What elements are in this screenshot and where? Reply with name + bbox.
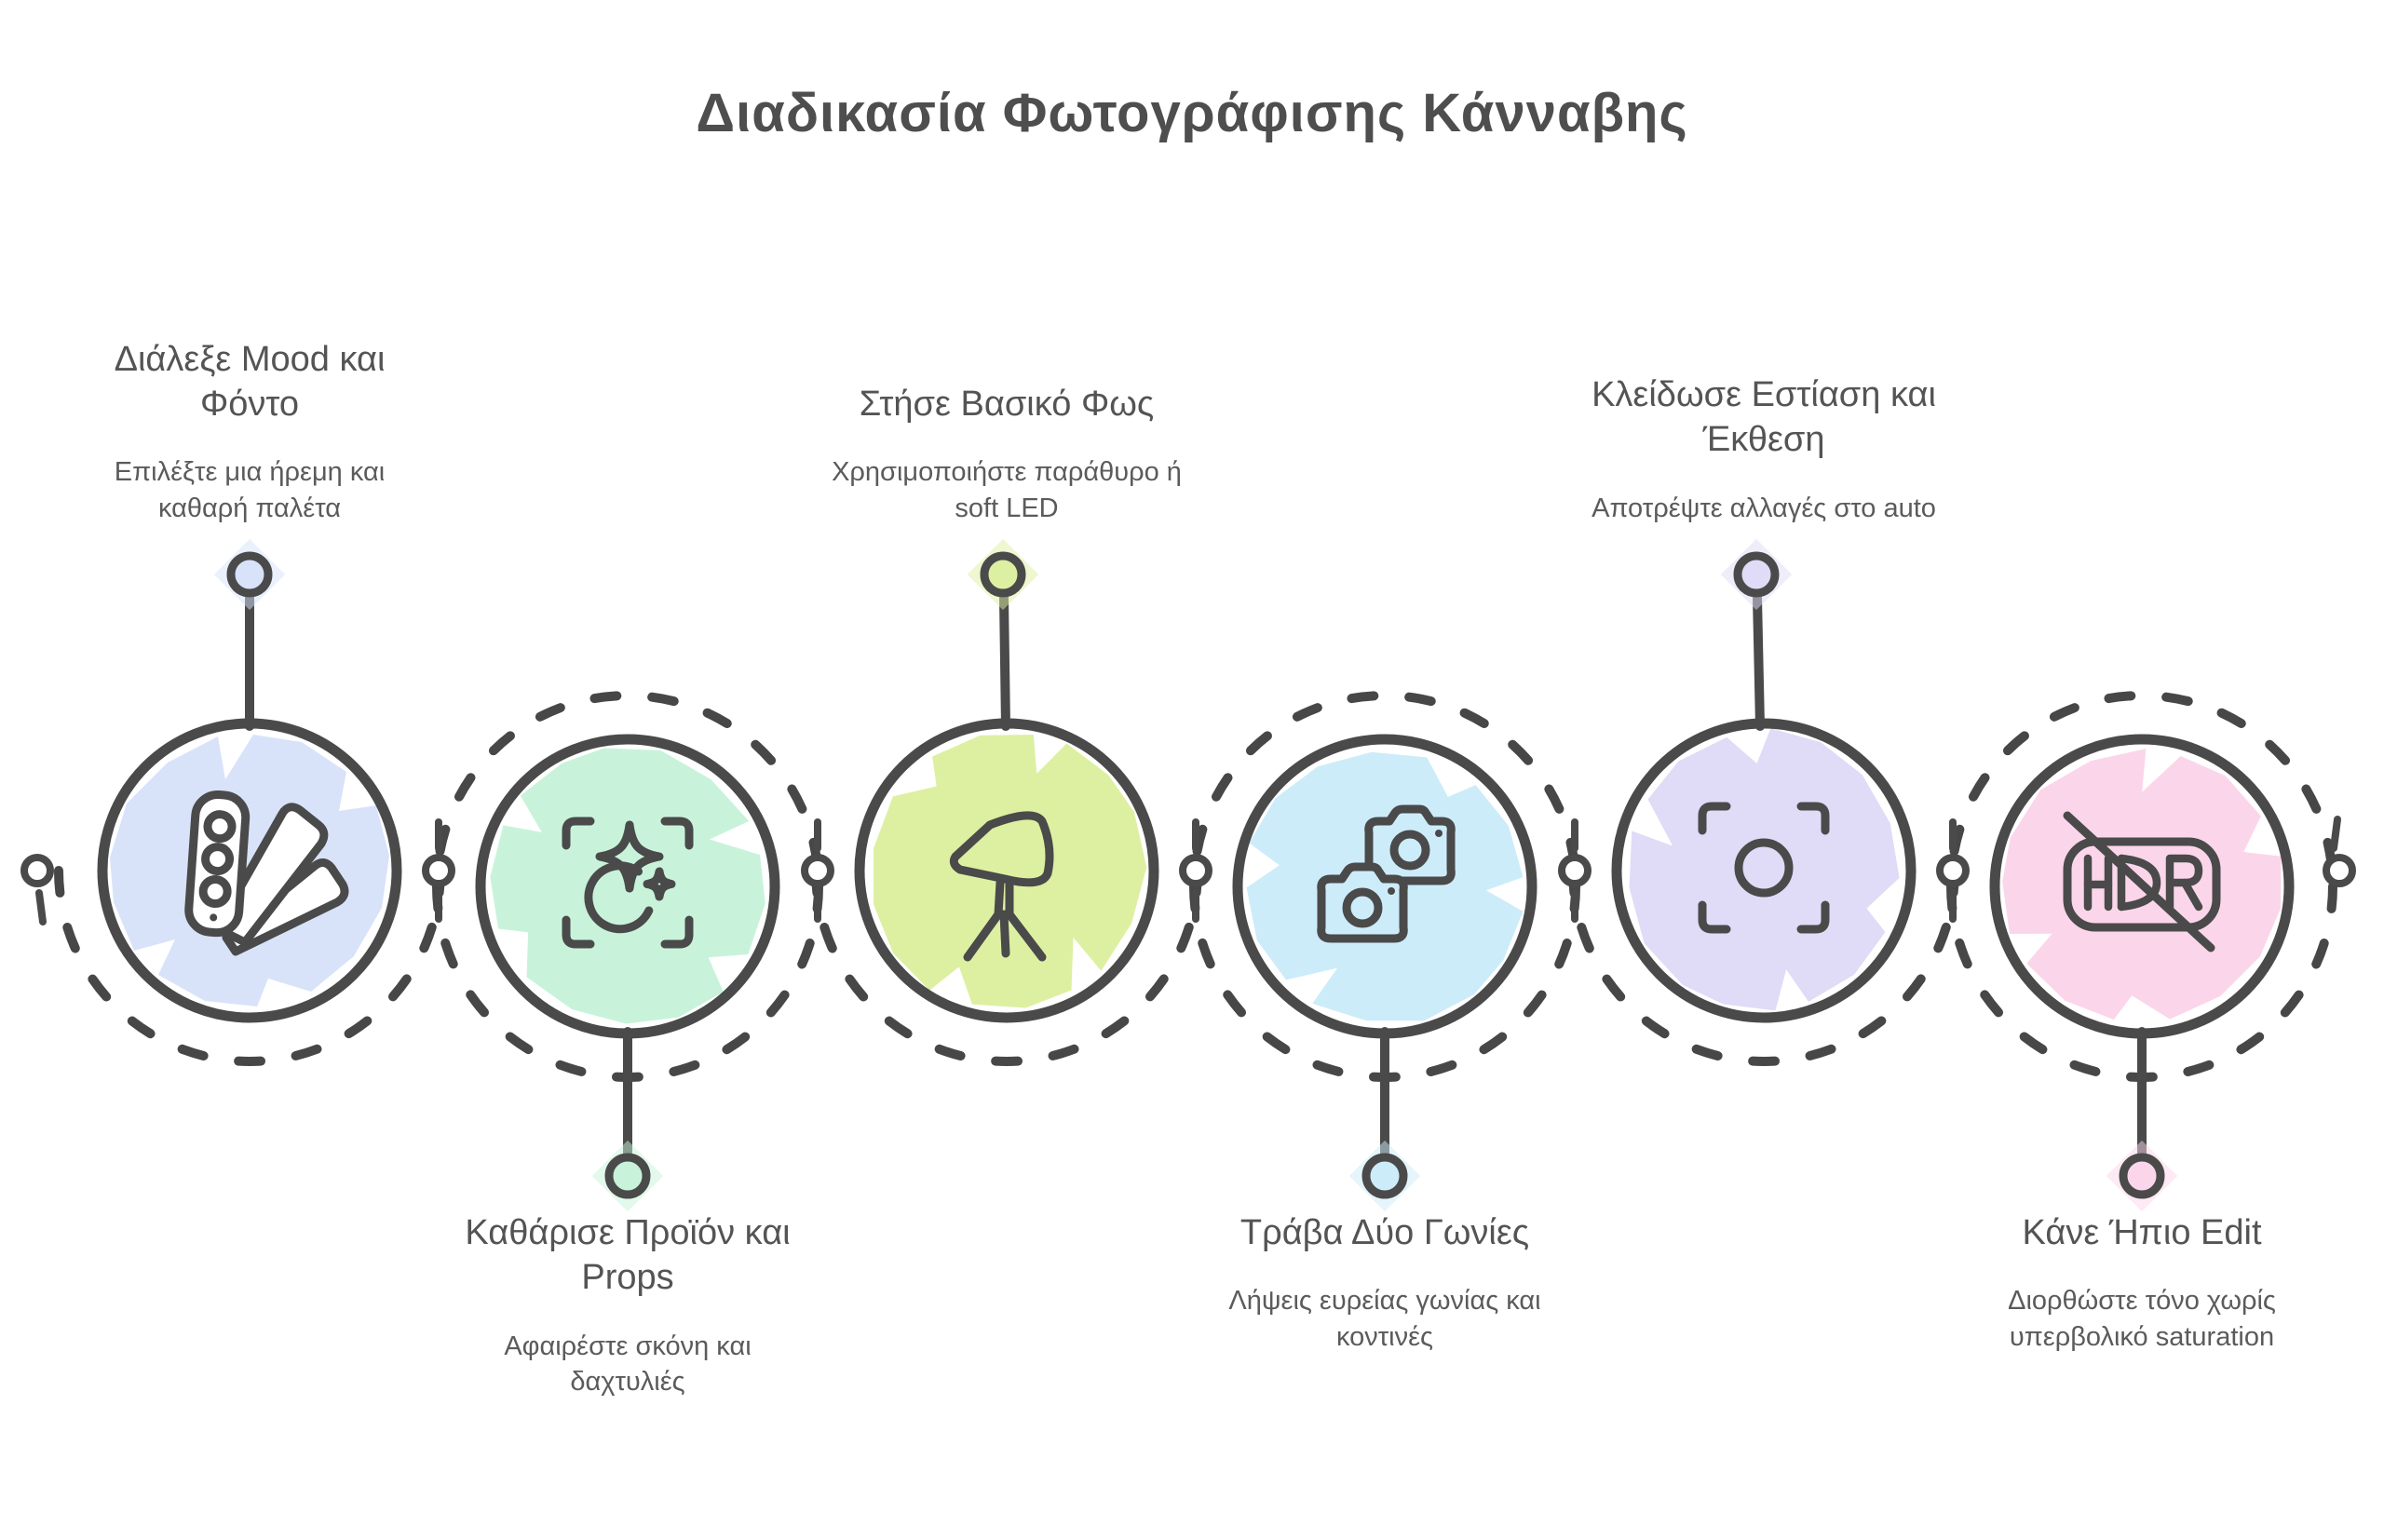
chain-node-left-edge — [20, 854, 54, 925]
step-2-node — [604, 1153, 651, 1199]
chain-node-3-4 — [1179, 818, 1212, 923]
step-1-subtitle: Επιλέξτε μια ήρεμη και καθαρή παλέτα — [114, 457, 386, 523]
step-1-text: Διάλεξε Mood και Φόντο Επιλέξτε μια ήρεμ… — [45, 298, 454, 526]
step-6-graphic — [1971, 719, 2312, 1212]
step-1-title: Διάλεξε Mood και Φόντο — [114, 339, 386, 425]
dashed-arc-step-1 — [54, 866, 445, 1066]
step-3-title: Στήσε Βασικό Φως — [859, 385, 1155, 425]
sparkle-clean-icon — [562, 817, 694, 949]
step-4-graphic — [1189, 691, 1580, 1212]
step-4-title: Τράβα Δύο Γωνίες — [1239, 1213, 1530, 1252]
chain-node-4-5 — [1558, 818, 1592, 923]
step-2-text: Καθάρισε Προϊόν και Props Αφαιρέστε σκόν… — [423, 1210, 833, 1399]
chain-node-5-6 — [1936, 818, 1970, 923]
step-3-node — [980, 551, 1026, 598]
step-4-node — [1361, 1153, 1408, 1199]
step-2-graphic — [460, 716, 795, 1212]
step-3-subtitle: Χρησιμοποιήστε παράθυρο ή soft LED — [832, 457, 1182, 523]
step-2-subtitle: Αφαιρέστε σκόνη και δαχτυλιές — [504, 1331, 752, 1397]
step-3-text: Στήσε Βασικό Φως Χρησιμοποιήστε παράθυρο… — [802, 298, 1212, 526]
step-5-graphic — [1576, 538, 1952, 1060]
step-5-subtitle: Αποτρέψτε αλλαγές στο auto — [1592, 493, 1936, 523]
step-6-node — [2119, 1153, 2165, 1199]
color-swatches-icon — [184, 790, 349, 956]
chain-node-right-edge — [2323, 816, 2356, 887]
step-1-node — [226, 551, 273, 598]
chain-node-1-2 — [422, 818, 455, 923]
page-title: Διαδικασία Φωτογράφισης Κάνναβης — [696, 83, 1688, 143]
step-4-text: Τράβα Δύο Γωνίες Λήψεις ευρείας γωνίας κ… — [1180, 1210, 1590, 1355]
studio-light-icon — [949, 811, 1054, 962]
focus-lock-icon — [1698, 802, 1830, 934]
step-5-node — [1733, 551, 1780, 598]
chain-node-2-3 — [801, 818, 834, 923]
dashed-arc-step-5 — [1568, 866, 1959, 1066]
step-6-subtitle: Διορθώστε τόνο χωρίς υπερβολικό saturati… — [2008, 1286, 2276, 1352]
step-5-title: Κλείδωσε Εστίαση και Έκθεση — [1592, 375, 1936, 460]
step-2-title: Καθάρισε Προϊόν και Props — [465, 1213, 791, 1298]
no-hdr-icon — [2063, 811, 2221, 952]
step-6-text: Κάνε Ήπιο Edit Διορθώστε τόνο χωρίς υπερ… — [1937, 1210, 2347, 1355]
step-4-subtitle: Λήψεις ευρείας γωνίας και κοντινές — [1228, 1286, 1541, 1352]
step-1-graphic — [97, 538, 402, 1023]
dashed-arc-step-3 — [811, 866, 1202, 1066]
step-6-title: Κάνε Ήπιο Edit — [2022, 1213, 2262, 1252]
two-cameras-icon — [1317, 804, 1456, 943]
step-3-graphic — [818, 538, 1196, 1059]
step-5-text: Κλείδωσε Εστίαση και Έκθεση Αποτρέψτε αλ… — [1559, 298, 1969, 526]
